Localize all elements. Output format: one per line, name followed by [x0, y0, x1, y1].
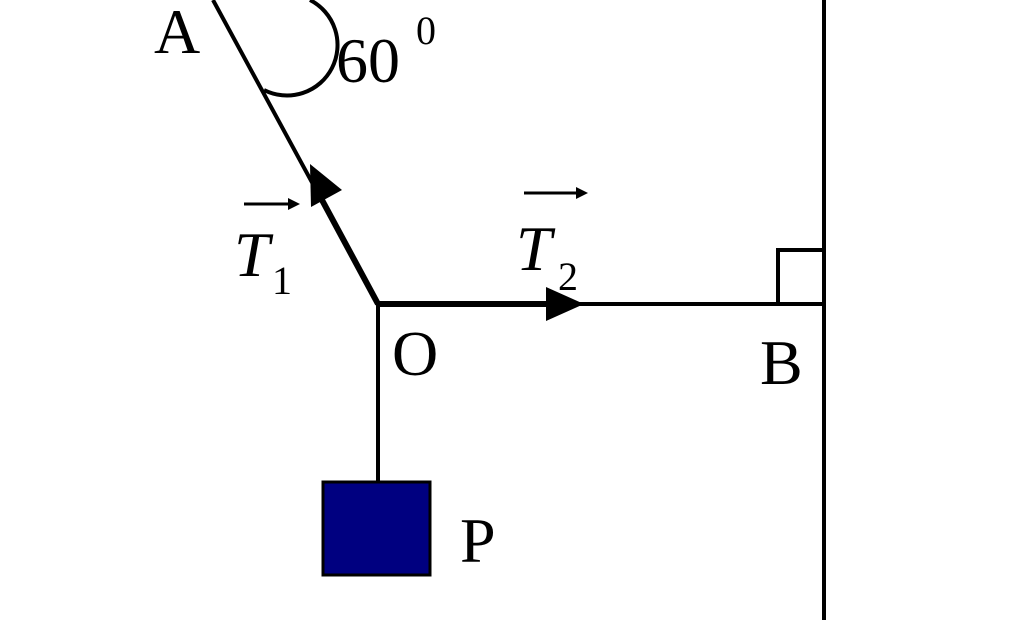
t1-index: 1	[272, 258, 292, 303]
t1-letter: T	[234, 219, 274, 290]
t2-letter: T	[516, 213, 556, 284]
t1-overarrow-head	[288, 198, 300, 210]
label-o: O	[392, 318, 438, 389]
label-a: A	[154, 0, 200, 67]
right-angle-marker	[776, 248, 824, 304]
angle-superscript: 0	[416, 8, 436, 53]
vector-t1-label: T 1	[234, 198, 300, 303]
angle-arc	[263, 0, 340, 98]
label-b: B	[760, 327, 803, 398]
vector-t1-shaft	[319, 198, 381, 306]
t2-index: 2	[558, 254, 578, 299]
vector-t2-label: T 2	[516, 187, 588, 299]
t2-overarrow-head	[576, 187, 588, 199]
angle-value: 60	[336, 25, 400, 96]
block-p	[321, 480, 432, 577]
label-p: P	[460, 505, 496, 576]
vector-t2-arrowhead	[546, 287, 584, 321]
vector-t1-arrowhead	[310, 164, 342, 207]
